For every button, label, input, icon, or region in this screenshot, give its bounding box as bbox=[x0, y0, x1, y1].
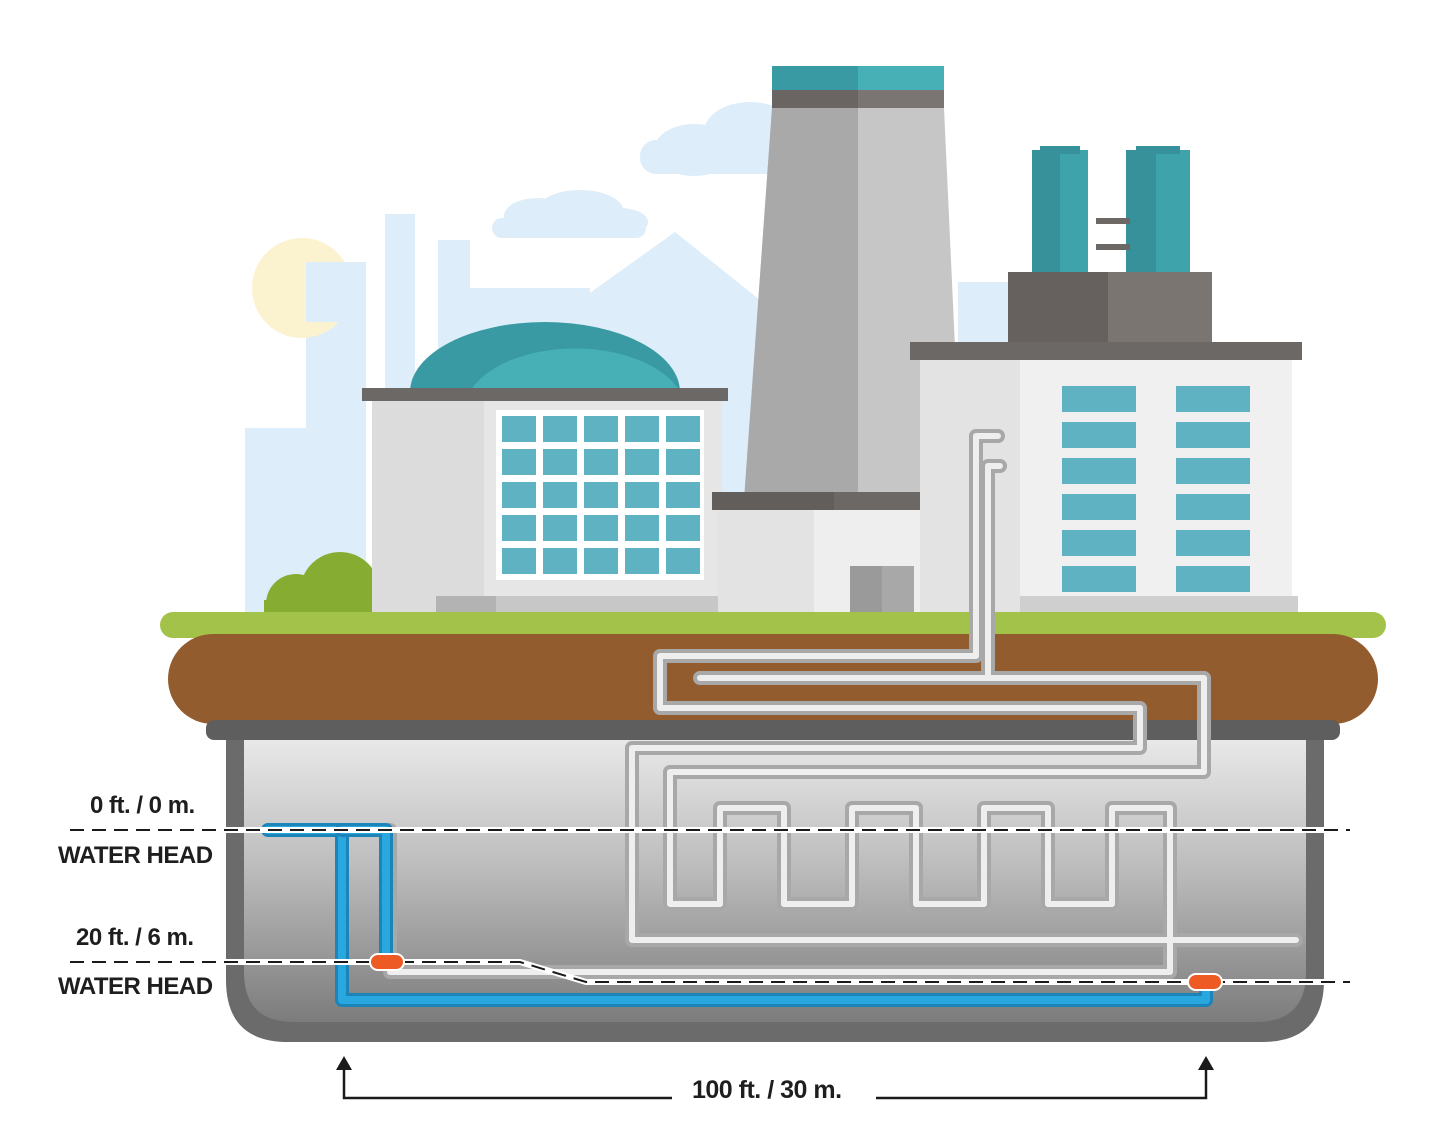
ground-loop-pipes bbox=[383, 429, 1303, 979]
dome-building bbox=[362, 322, 728, 612]
window bbox=[1176, 386, 1250, 412]
window bbox=[1176, 566, 1250, 592]
orange-sensor-icon bbox=[1187, 973, 1223, 991]
distance-label: 100 ft. / 30 m. bbox=[692, 1076, 842, 1104]
window bbox=[666, 416, 700, 442]
cloud bbox=[492, 190, 648, 238]
window bbox=[1176, 494, 1250, 520]
window bbox=[502, 416, 536, 442]
window bbox=[502, 482, 536, 508]
window bbox=[1062, 386, 1136, 412]
water-head-label-top: WATER HEAD bbox=[58, 842, 213, 869]
distance-dimension bbox=[342, 1066, 1208, 1100]
cooling-chimney bbox=[712, 66, 962, 612]
window bbox=[666, 548, 700, 574]
window bbox=[1062, 494, 1136, 520]
window bbox=[543, 416, 577, 442]
water-head-label-bottom: WATER HEAD bbox=[58, 973, 213, 1000]
window bbox=[584, 515, 618, 541]
window bbox=[1176, 422, 1250, 448]
grass-strip bbox=[160, 612, 1386, 638]
window bbox=[502, 548, 536, 574]
window bbox=[502, 449, 536, 475]
window bbox=[1062, 458, 1136, 484]
window bbox=[625, 548, 659, 574]
window bbox=[666, 515, 700, 541]
window bbox=[625, 515, 659, 541]
window bbox=[543, 482, 577, 508]
window bbox=[584, 416, 618, 442]
window bbox=[666, 449, 700, 475]
window bbox=[625, 416, 659, 442]
window bbox=[584, 548, 618, 574]
chamber-lid bbox=[206, 720, 1340, 740]
window bbox=[1176, 458, 1250, 484]
water-head-line-bottom bbox=[70, 959, 1350, 985]
window bbox=[666, 482, 700, 508]
window bbox=[543, 515, 577, 541]
window bbox=[543, 548, 577, 574]
depth-label-bottom: 20 ft. / 6 m. bbox=[76, 924, 194, 951]
window bbox=[584, 482, 618, 508]
window bbox=[1176, 530, 1250, 556]
window bbox=[1062, 422, 1136, 448]
window bbox=[502, 515, 536, 541]
depth-label-top: 0 ft. / 0 m. bbox=[90, 792, 195, 819]
window bbox=[543, 449, 577, 475]
window bbox=[584, 449, 618, 475]
window bbox=[1062, 530, 1136, 556]
arrow-up-icon bbox=[1198, 1056, 1214, 1070]
orange-sensor-icon bbox=[369, 953, 405, 971]
office-building bbox=[910, 146, 1302, 612]
window bbox=[625, 449, 659, 475]
window bbox=[625, 482, 659, 508]
arrow-up-icon bbox=[336, 1056, 352, 1070]
window bbox=[1062, 566, 1136, 592]
